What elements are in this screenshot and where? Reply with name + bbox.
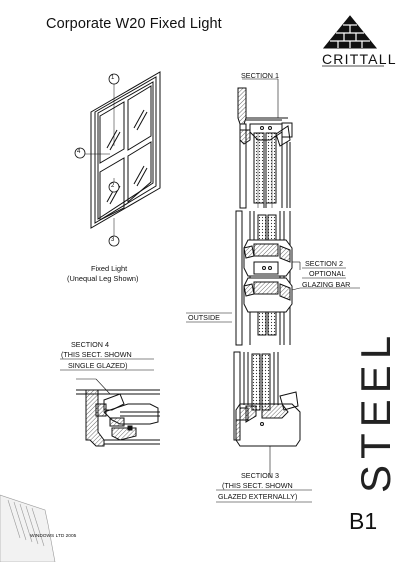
- callout-3: [108, 235, 120, 247]
- section-1-detail: [237, 78, 293, 209]
- section-2-label: SECTION 2: [305, 259, 343, 268]
- fixed-light-label: Fixed Light: [91, 264, 128, 273]
- fixed-light-elevation: [83, 71, 161, 236]
- copyright-note: WINDOWS LTD 2005: [30, 534, 77, 539]
- category-steel: STEEL: [352, 329, 399, 493]
- callout-4-number: 4: [77, 149, 81, 155]
- section-4-note-line1: (THIS SECT. SHOWN: [61, 350, 132, 359]
- page-title: Corporate W20 Fixed Light: [46, 16, 222, 32]
- callout-2-number: 2: [111, 183, 115, 189]
- callout-1: [108, 73, 120, 85]
- section-2-glazing-bar-label: GLAZING BAR: [302, 280, 351, 289]
- outside-label: OUTSIDE: [188, 313, 220, 322]
- page-curl-decoration: [0, 494, 56, 562]
- section-4-note-line2: SINGLE GLAZED): [68, 361, 128, 370]
- section-2-optional-label: OPTIONAL: [309, 269, 346, 278]
- section-3-detail: [233, 351, 301, 478]
- unequal-leg-label: (Unequal Leg Shown): [67, 274, 139, 283]
- sheet-code: B1: [349, 508, 378, 534]
- section-4-detail: [60, 358, 160, 447]
- section-2-detail: [186, 210, 360, 346]
- section-3-label: SECTION 3: [241, 471, 279, 480]
- callout-4: [74, 147, 86, 159]
- section-1-label: SECTION 1: [241, 71, 279, 80]
- section-3-note-line2: GLAZED EXTERNALLY): [218, 492, 298, 501]
- section-callout-markers: [74, 73, 120, 247]
- section-3-note-line1: (THIS SECT. SHOWN: [222, 481, 293, 490]
- section-4-label: SECTION 4: [71, 340, 109, 349]
- brand-name: CRITTALL: [322, 51, 397, 67]
- callout-2: [108, 181, 120, 193]
- callout-1-number: 1: [111, 75, 115, 81]
- callout-3-number: 3: [111, 237, 115, 243]
